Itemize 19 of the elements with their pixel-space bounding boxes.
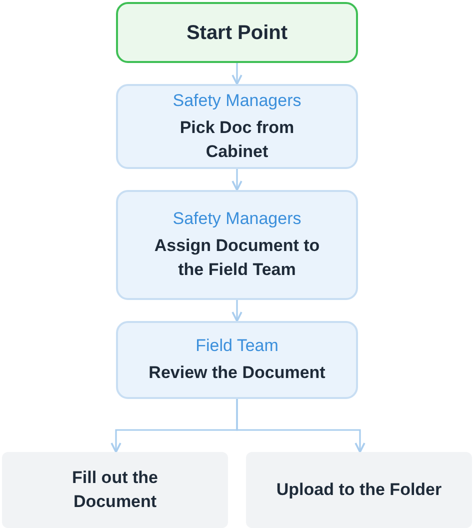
process-box [116, 84, 358, 169]
arrow [232, 63, 242, 85]
step-label: Assign Document to the Field Team [153, 235, 321, 281]
process-box [116, 190, 358, 300]
role-label: Field Team [196, 335, 278, 357]
start-label: Start Point [186, 20, 288, 44]
step-label: Review the Document [148, 362, 326, 384]
outcome-box [2, 452, 228, 528]
start-box [116, 2, 358, 63]
arrow [232, 300, 242, 322]
role-label: Safety Managers [172, 90, 302, 112]
role-label: Safety Managers [172, 208, 302, 230]
arrow [232, 169, 242, 191]
arrow [236, 399, 366, 453]
outcome-box [246, 452, 472, 528]
step-label: Upload to the Folder [276, 479, 442, 501]
step-label: Pick Doc from Cabinet [178, 116, 296, 162]
process-box [116, 321, 358, 399]
step-label: Fill out the Document [71, 467, 159, 513]
